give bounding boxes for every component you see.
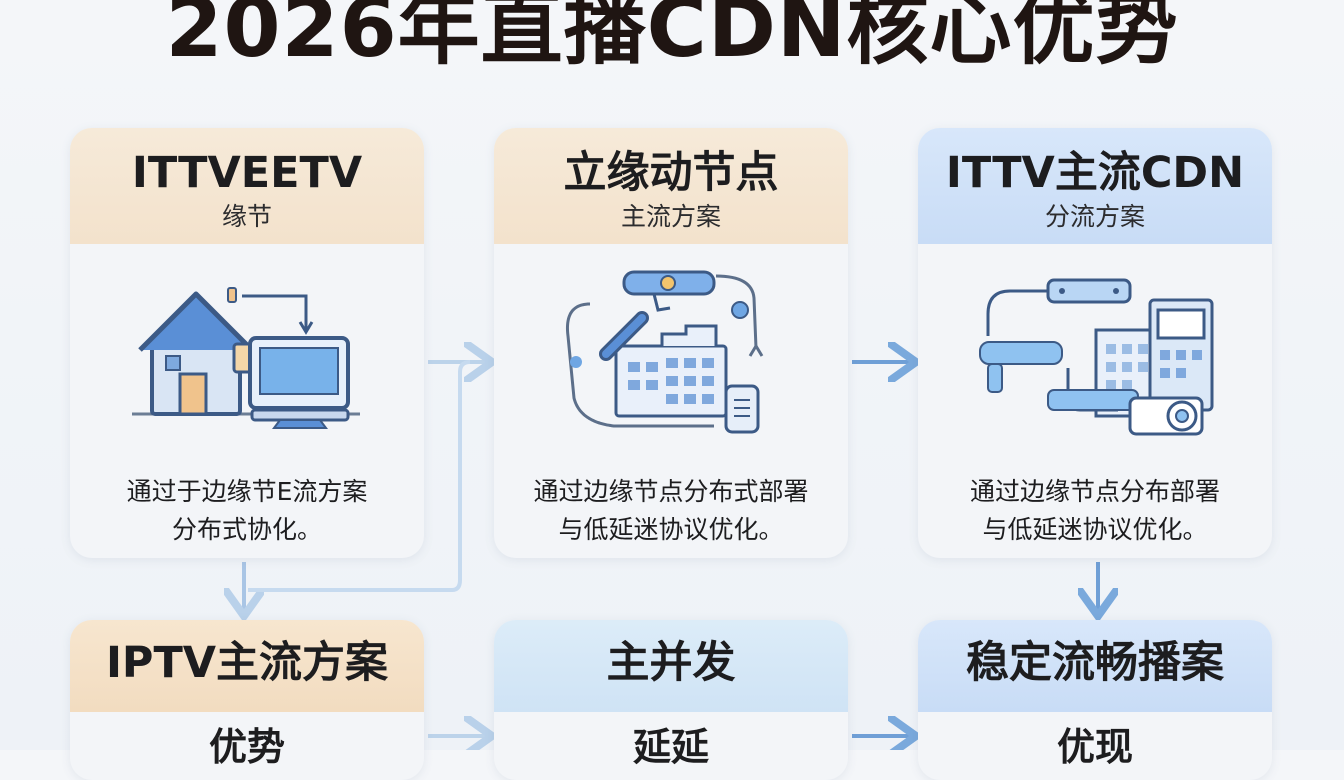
benefit-card-3: 稳定流畅播案 优现 <box>918 620 1272 780</box>
house-computer-illustration <box>132 287 360 429</box>
card-subtitle: 缘节 <box>221 202 272 231</box>
card-title: ITTVEETV <box>131 148 363 198</box>
page-title: 2026年直播CDN核心优势 <box>165 0 1179 76</box>
card-description-line2: 与低延迷协议优化。 <box>982 515 1208 544</box>
card-title: ITTV主流CDN <box>945 148 1245 198</box>
card-subtitle: 分流方案 <box>1044 202 1145 231</box>
card-title: 主并发 <box>606 638 736 688</box>
card-subtitle: 延延 <box>632 725 709 769</box>
card-title: 稳定流畅播案 <box>966 638 1224 688</box>
card-title: IPTV主流方案 <box>105 638 389 688</box>
card-subtitle: 主流方案 <box>620 202 721 231</box>
node-network-illustration <box>565 270 764 434</box>
feature-card-1: ITTVEETV 缘节 通过于边缘节E流方案 分布式协化。 <box>70 128 424 558</box>
card-description-line2: 与低延迷协议优化。 <box>558 515 784 544</box>
card-description-line2: 分布式协化。 <box>171 515 322 544</box>
card-subtitle: 优现 <box>1056 725 1133 769</box>
server-pipeline-illustration <box>979 278 1214 436</box>
feature-card-2: 立缘动节点 主流方案 通过边缘节点分布式部署 与低延迷协议优化。 <box>494 128 848 558</box>
card-description-line1: 通过边缘节点分布部署 <box>969 477 1220 506</box>
card-description-line1: 通过边缘节点分布式部署 <box>533 477 809 506</box>
card-subtitle: 优势 <box>208 725 285 769</box>
benefit-card-2: 主并发 延延 <box>494 620 848 780</box>
benefit-card-1: IPTV主流方案 优势 <box>70 620 424 780</box>
card-description-line1: 通过于边缘节E流方案 <box>126 477 368 506</box>
feature-card-3: ITTV主流CDN 分流方案 通过边缘节点分布部署 <box>918 128 1272 558</box>
card-title: 立缘动节点 <box>563 148 779 198</box>
